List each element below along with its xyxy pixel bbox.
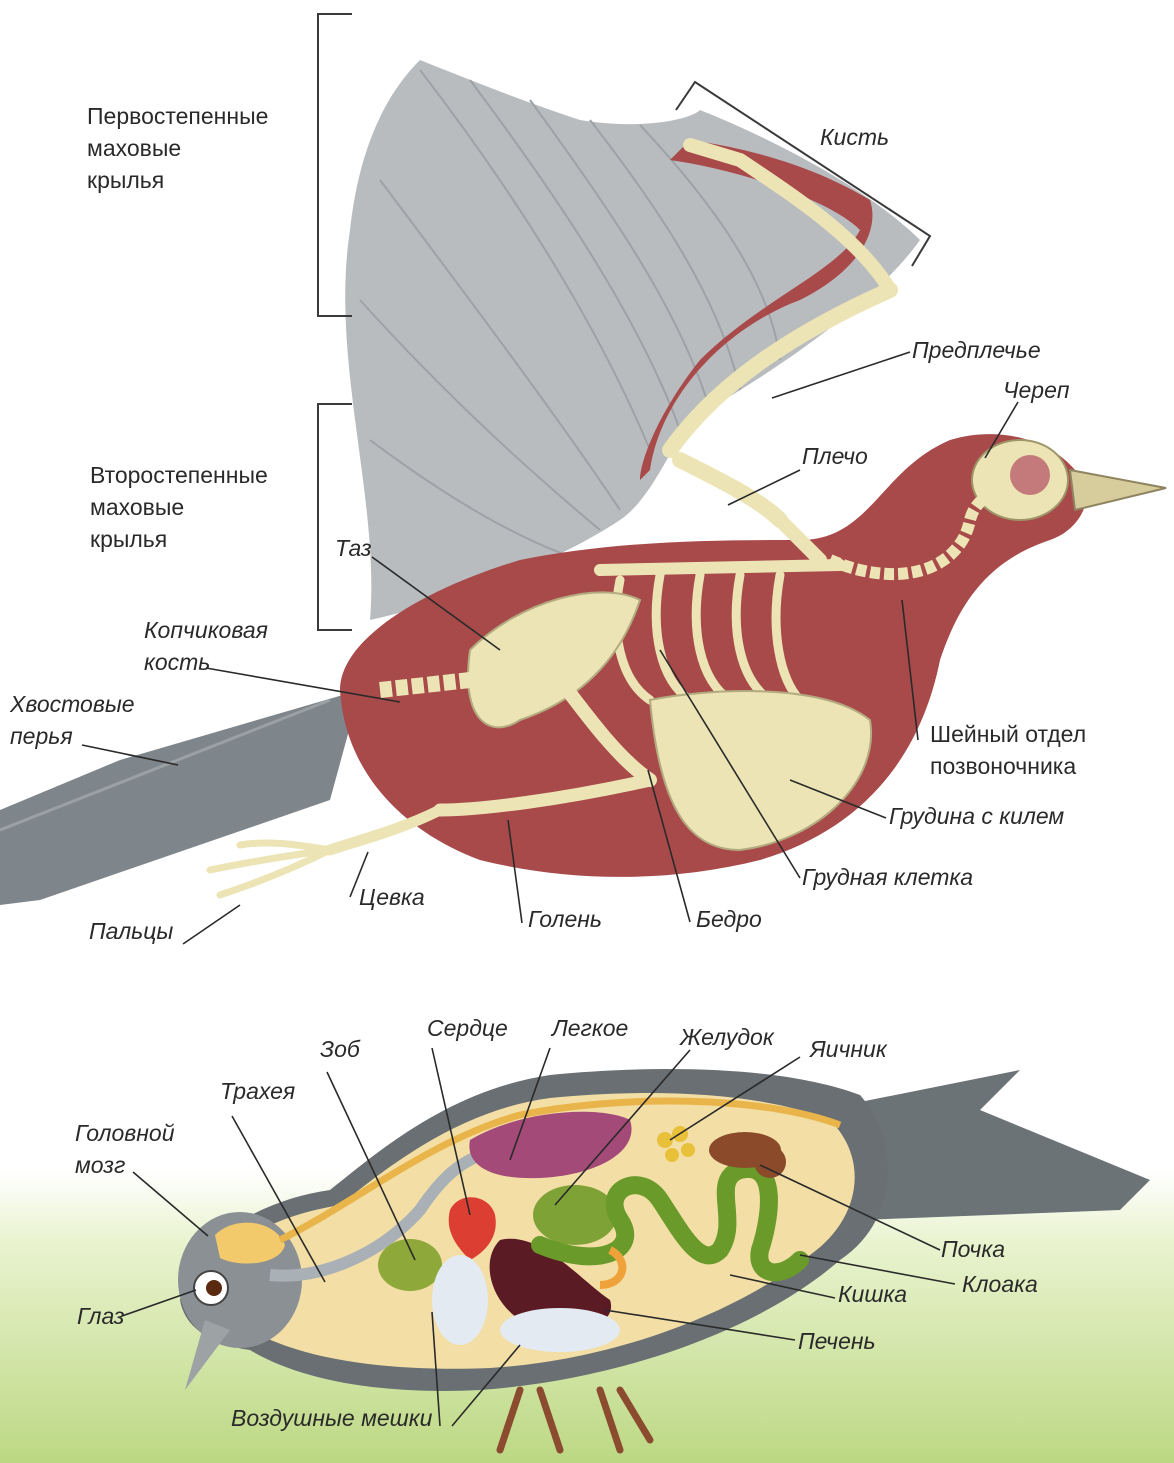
toes-label: Пальцы (89, 915, 173, 947)
ovary-label: Яичник (810, 1033, 887, 1065)
heart-label: Сердце (427, 1012, 508, 1044)
hand-label: Кисть (820, 121, 889, 153)
air-sac (432, 1255, 488, 1345)
forearm-label: Предплечье (912, 334, 1041, 366)
ribcage-label: Грудная клетка (802, 861, 973, 893)
toe-bones (210, 843, 330, 895)
sternum-label: Грудина с килем (889, 800, 1064, 832)
liver-label: Печень (798, 1325, 876, 1357)
trachea-label: Трахея (220, 1075, 295, 1107)
eye-label: Глаз (77, 1300, 124, 1332)
beak (1070, 470, 1166, 510)
tarsus-label: Цевка (359, 881, 425, 913)
intestine-label: Кишка (838, 1278, 907, 1310)
lung-label: Легкое (552, 1012, 628, 1044)
stomach-label: Желудок (680, 1021, 774, 1053)
shoulder-label: Плечо (802, 440, 868, 472)
air-sac-2 (500, 1308, 620, 1352)
shin-label: Голень (528, 903, 602, 935)
thigh-label: Бедро (696, 903, 762, 935)
goiter-label: Зоб (320, 1033, 360, 1065)
pelvis-label: Таз (335, 532, 372, 564)
humerus-bone (680, 460, 780, 520)
goiter-organ (378, 1239, 442, 1291)
cloaca-label: Клоака (962, 1268, 1038, 1300)
skull-label: Череп (1003, 374, 1070, 406)
stomach-organ (533, 1185, 617, 1245)
kidney-label: Почка (941, 1233, 1005, 1265)
air-sacs-label: Воздушные мешки (231, 1402, 432, 1434)
